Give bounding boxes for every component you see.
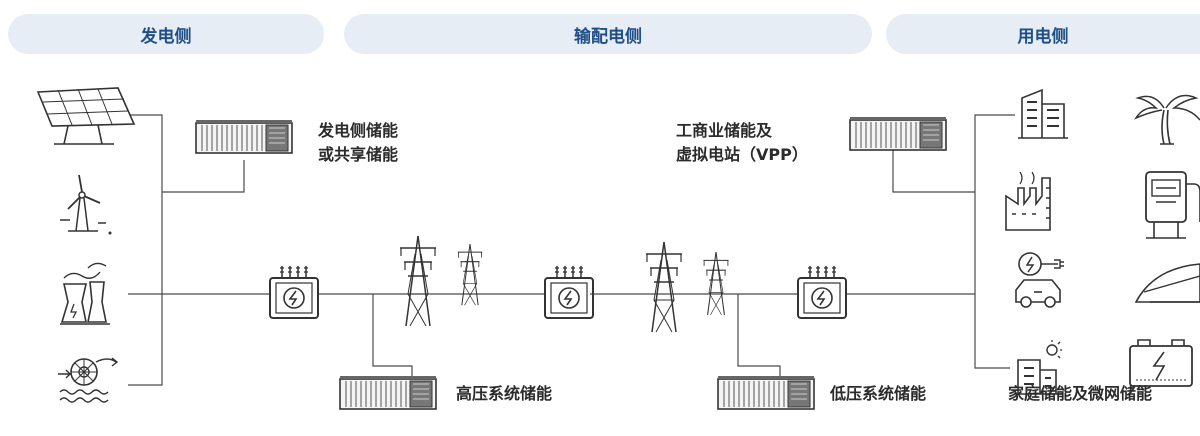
power-plant-icon (60, 262, 110, 325)
train-icon (1134, 263, 1200, 303)
generation-storage-container-icon (195, 119, 293, 154)
factory-icon (1005, 171, 1051, 231)
ev-charging-icon (1015, 252, 1064, 308)
hv-storage-container-icon (339, 375, 437, 410)
home-storage-label: 家庭储能及微网储能 (1008, 384, 1153, 403)
header-generation: 发电侧 (8, 14, 324, 54)
generation-storage-label: 发电侧储能 或共享储能 (318, 119, 398, 167)
ci-storage-label-line1: 工商业储能及 (676, 121, 773, 140)
hydro-turbine-icon (58, 357, 119, 403)
header-consumption-label: 用电侧 (1017, 26, 1069, 47)
header-consumption: 用电侧 (886, 14, 1200, 54)
solar-panel-icon (36, 87, 136, 145)
charging-station-icon (1145, 171, 1200, 239)
ci-storage-container-icon (849, 116, 947, 151)
connection-lines (128, 114, 1015, 386)
transformer-icon-1 (269, 265, 319, 319)
transmission-tower-icon-3 (645, 241, 683, 333)
transformer-icon-3 (797, 265, 847, 319)
ci-storage-label: 工商业储能及 虚拟电站（VPP） (676, 119, 808, 167)
generation-storage-label-line1: 发电侧储能 (318, 121, 399, 140)
transmission-tower-icon-2 (457, 243, 483, 306)
battery-icon (1129, 339, 1193, 387)
lv-storage-container-icon (717, 375, 815, 410)
header-transmission-label: 输配电侧 (574, 26, 642, 47)
generation-storage-label-line2: 或共享储能 (318, 145, 399, 164)
transformer-icon-2 (544, 265, 594, 319)
ci-storage-label-line2: 虚拟电站（VPP） (676, 145, 808, 164)
hv-storage-label: 高压系统储能 (456, 384, 553, 403)
smart-home-icon (1014, 340, 1062, 395)
wind-turbine-icon (60, 174, 112, 235)
header-transmission: 输配电侧 (344, 14, 872, 54)
lv-storage-label: 低压系统储能 (830, 384, 927, 403)
office-building-icon (1018, 88, 1068, 139)
palm-tree-icon (1133, 94, 1200, 145)
transmission-tower-icon-4 (702, 251, 730, 316)
header-generation-label: 发电侧 (140, 26, 192, 47)
transmission-tower-icon-1 (399, 235, 437, 327)
